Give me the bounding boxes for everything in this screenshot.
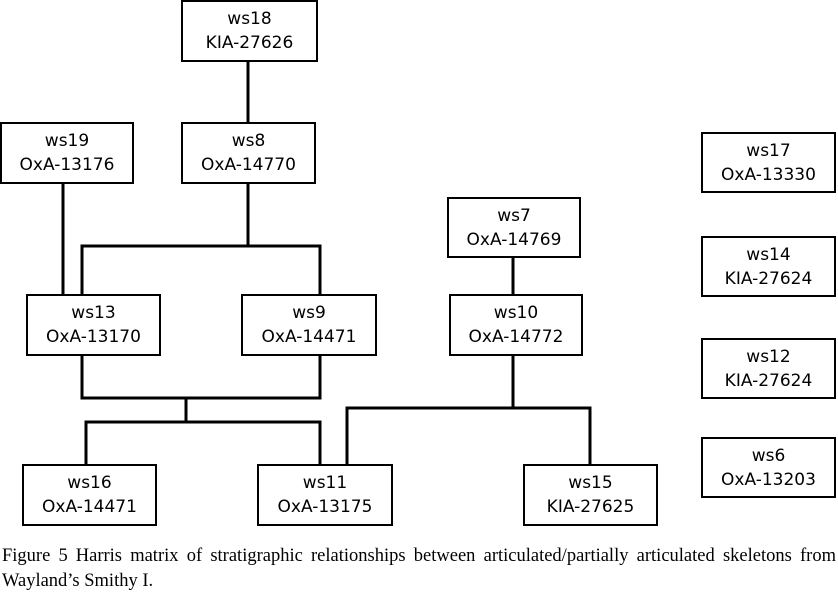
node-ws13-id: ws13 xyxy=(71,303,116,323)
node-ws10: ws10 OxA-14772 xyxy=(449,294,583,356)
connector-lines xyxy=(61,60,592,467)
node-ws19-date: OxA-13176 xyxy=(19,155,115,175)
node-ws9-id: ws9 xyxy=(292,303,326,323)
node-ws17: ws17 OxA-13330 xyxy=(701,132,836,193)
node-ws11-date: OxA-13175 xyxy=(277,497,373,517)
node-ws10-date: OxA-14772 xyxy=(468,327,564,347)
node-ws14: ws14 KIA-27624 xyxy=(701,236,836,297)
node-ws11: ws11 OxA-13175 xyxy=(257,464,393,526)
node-ws16: ws16 OxA-14471 xyxy=(22,464,157,526)
node-ws12-id: ws12 xyxy=(746,346,791,367)
node-ws15: ws15 KIA-27625 xyxy=(523,464,658,526)
node-ws7-id: ws7 xyxy=(497,205,531,226)
node-ws13: ws13 OxA-13170 xyxy=(26,294,161,356)
node-ws13-date: OxA-13170 xyxy=(46,327,141,347)
figure-caption-text: Harris matrix of stratigraphic relations… xyxy=(2,546,836,591)
node-ws6-id: ws6 xyxy=(751,445,786,466)
node-ws6-date: OxA-13203 xyxy=(721,469,816,490)
node-ws14-date: KIA-27624 xyxy=(724,268,813,289)
node-ws16-date: OxA-14471 xyxy=(42,497,137,517)
node-ws18: ws18 KIA-27626 xyxy=(181,0,318,62)
node-ws6: ws6 OxA-13203 xyxy=(701,437,836,498)
node-ws17-id: ws17 xyxy=(746,140,791,161)
node-ws19-id: ws19 xyxy=(44,131,90,151)
node-ws19: ws19 OxA-13176 xyxy=(0,122,134,184)
node-ws8-id: ws8 xyxy=(231,131,266,151)
node-ws15-date: KIA-27625 xyxy=(546,497,635,517)
node-ws15-id: ws15 xyxy=(568,473,613,493)
node-ws8: ws8 OxA-14770 xyxy=(181,122,316,184)
node-ws9: ws9 OxA-14471 xyxy=(241,294,377,356)
node-ws9-date: OxA-14471 xyxy=(261,327,357,347)
node-ws10-id: ws10 xyxy=(493,303,539,323)
node-ws17-date: OxA-13330 xyxy=(721,164,816,185)
node-ws14-id: ws14 xyxy=(746,244,791,265)
figure-label: Figure 5 xyxy=(2,546,68,566)
node-ws16-id: ws16 xyxy=(67,473,112,493)
harris-matrix-diagram: ws18 KIA-27626 ws19 OxA-13176 ws8 OxA-14… xyxy=(0,0,836,526)
node-ws12-date: KIA-27624 xyxy=(724,370,813,391)
node-ws8-date: OxA-14770 xyxy=(201,155,296,175)
node-ws12: ws12 KIA-27624 xyxy=(701,338,836,399)
node-ws11-id: ws11 xyxy=(302,473,348,493)
node-ws7: ws7 OxA-14769 xyxy=(447,197,581,258)
node-ws18-id: ws18 xyxy=(227,9,272,29)
node-ws7-date: OxA-14769 xyxy=(466,229,562,250)
node-ws18-date: KIA-27626 xyxy=(205,33,294,53)
